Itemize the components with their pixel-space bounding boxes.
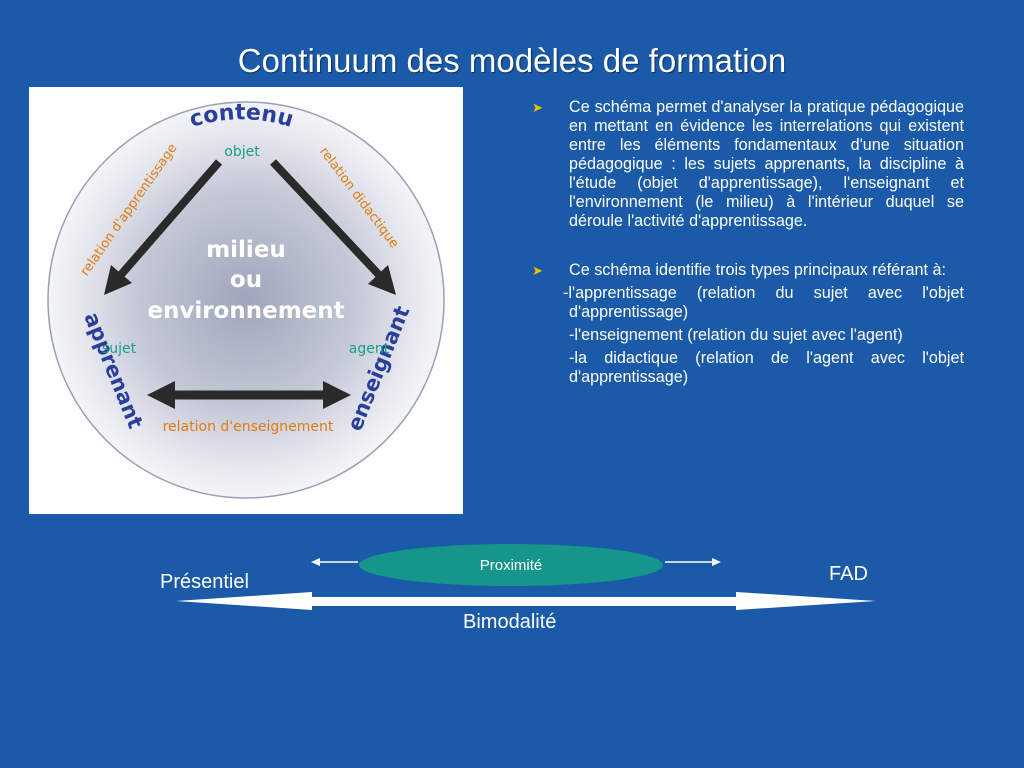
proximity-left-arrow (311, 558, 358, 566)
relation-enseignement-label: relation d'enseignement (163, 419, 334, 435)
bullet-list: ➤ Ce schéma permet d'analyser la pratiqu… (532, 98, 964, 391)
arrow-apprentissage (104, 159, 223, 295)
fad-label: FAD (829, 563, 868, 585)
bullet-arrow-icon: ➤ (532, 100, 543, 115)
main-continuum-arrow (176, 592, 876, 610)
continuum-scale: Proximité (176, 544, 876, 610)
sujet-label: sujet (102, 341, 137, 357)
bullet-text: Ce schéma permet d'analyser la pratique … (569, 98, 964, 230)
agent-label: agent (349, 341, 390, 357)
proximity-oval (359, 544, 663, 586)
continuum-diagram-panel: contenu apprenant enseignant milieu ou e… (29, 87, 463, 514)
center-milieu: milieu (206, 237, 286, 263)
center-ou: ou (230, 267, 262, 293)
presentiel-label: Présentiel (160, 571, 249, 593)
environment-disc (47, 101, 445, 499)
slide-title: Continuum des modèles de formation (237, 42, 787, 79)
sub-item-enseignement: -l'enseignement (relation du sujet avec … (569, 326, 903, 344)
arrow-didactique (270, 159, 396, 295)
sub-item-didactique: -la didactique (relation de l'agent avec… (569, 349, 964, 386)
sub-item-apprentissage: -l'apprentissage (relation du sujet avec… (563, 284, 964, 321)
proximity-label: Proximité (480, 557, 543, 574)
bullet-arrow-icon: ➤ (532, 263, 543, 278)
center-environnement: environnement (147, 298, 344, 324)
bullet-item: ➤ Ce schéma permet d'analyser la pratiqu… (532, 98, 964, 231)
bullet-item: ➤ Ce schéma identifie trois types princi… (532, 261, 964, 280)
arrow-enseignement (147, 381, 351, 409)
bimodalite-label: Bimodalité (463, 611, 557, 633)
objet-label: objet (224, 144, 260, 160)
pedagogical-triangle-diagram: contenu apprenant enseignant milieu ou e… (47, 100, 445, 499)
proximity-right-arrow (665, 558, 721, 566)
bullet-text: Ce schéma identifie trois types principa… (569, 261, 946, 279)
